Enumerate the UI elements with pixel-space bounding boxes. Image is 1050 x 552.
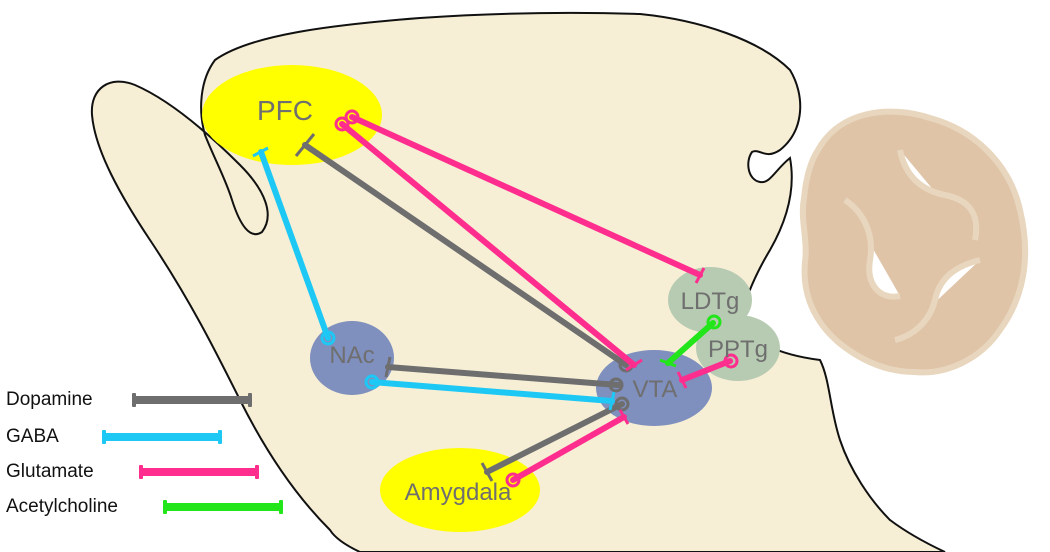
dopamine-pathways [302,142,629,475]
dopamine-vta-pfc [302,142,629,368]
glutamate-terminal-vta-amygdala [618,409,630,425]
gaba-terminals [252,146,616,411]
dopamine-terminal-pfc [294,133,316,157]
acetylcholine-terminals [659,314,722,368]
glutamate-origin-pfc-2 [344,109,360,125]
acetylcholine-pathways [665,320,716,366]
glutamate-origin-pfc-1 [334,116,350,132]
legend-item-glutamate: Glutamate [6,457,94,487]
pfc-region [202,65,382,165]
glutamate-pptg-vta [679,358,733,383]
acetylcholine-origin-ldtg [706,314,722,330]
glutamate-terminal-ldtg [694,267,706,284]
dopamine-origin-3 [614,396,630,412]
glutamate-terminal-vta [625,358,643,372]
legend-label-dopamine: Dopamine [6,389,93,410]
gaba-pathways [258,149,615,404]
dopamine-terminal-nac [384,356,392,378]
glutamate-terminals [334,109,739,488]
gaba-origin-nac-2 [364,374,380,390]
glutamate-pfc-vta [339,121,637,368]
glutamate-pathways [339,114,733,483]
acetylcholine-terminal-vta [659,358,677,368]
legend-swatch-dopamine [132,393,252,407]
glutamate-amygdala-vta [510,414,627,483]
legend-label-gaba: GABA [6,426,59,447]
glutamate-origin-pptg [723,353,739,369]
legend-item-acetylcholine: Acetylcholine [6,492,118,522]
vta-region [596,350,712,426]
label-nac: NAc [329,342,374,369]
dopamine-vta-nac [385,364,621,388]
acetylcholine-ldtg-vta [665,320,716,366]
glutamate-origin-amygdala [505,472,521,488]
gaba-terminal-pfc [252,146,269,158]
legend-item-dopamine: Dopamine [6,385,93,415]
cerebellum [799,108,1029,376]
dopamine-origin-2 [608,377,624,393]
legend-swatch-glutamate [139,465,259,479]
legend-swatch-gaba [102,430,222,444]
gaba-origin-nac-1 [320,330,336,346]
legend-label-acetylcholine: Acetylcholine [6,496,118,517]
legend-item-gaba: GABA [6,422,59,452]
label-pfc: PFC [257,95,313,126]
label-ldtg: LDTg [681,288,740,315]
glutamate-pfc-ldtg [349,114,703,278]
legend-label-glutamate: Glutamate [6,461,94,482]
gaba-terminal-vta [608,391,616,411]
label-amygdala: Amygdala [405,479,512,506]
label-vta: VTA [633,376,678,403]
gaba-nac-pfc [258,149,331,341]
glutamate-terminal-vta-pptg [676,371,688,389]
label-pptg: PPTg [708,336,768,363]
dopamine-vta-amygdala [484,401,625,475]
dopamine-terminal-amygdala [480,462,494,482]
gaba-nac-vta [369,379,615,404]
amygdala-region [380,448,540,532]
legend-swatch-acetylcholine [163,500,283,514]
dopamine-terminals [294,133,634,482]
